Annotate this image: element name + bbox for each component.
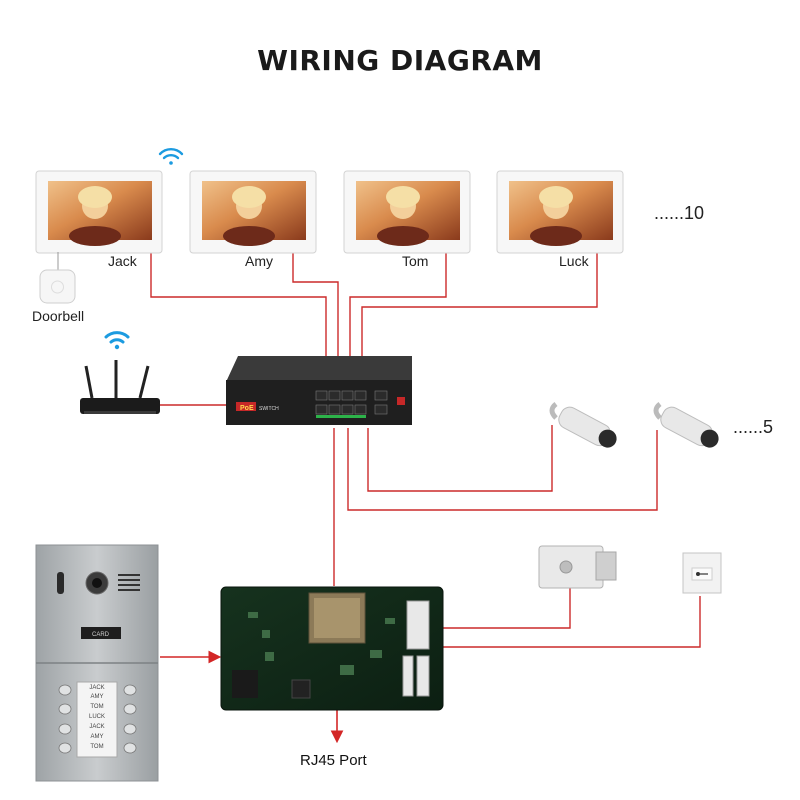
nameplate: JACK [89, 685, 104, 691]
rj45-port-label: RJ45 Port [300, 752, 367, 769]
wire-tom [349, 252, 447, 395]
camera-icon-1 [549, 402, 617, 448]
switch-brand-text: PoE [240, 405, 254, 412]
nameplate: TOM [90, 744, 103, 750]
wire-amy [292, 252, 339, 395]
wire-lock [432, 588, 571, 629]
controller-board [220, 586, 444, 711]
doorbell-label: Doorbell [32, 308, 85, 324]
monitor-label-tom: Tom [402, 253, 429, 269]
nameplate: TOM [90, 704, 103, 710]
wires [150, 252, 701, 648]
panel-nameplates: JACK AMY TOM LUCK JACK AMY TOM [89, 685, 105, 750]
nameplate: AMY [90, 694, 103, 700]
monitor-label-jack: Jack [108, 253, 137, 269]
nameplate: LUCK [89, 714, 105, 720]
electric-lock-icon [538, 545, 617, 589]
poe-switch [226, 356, 412, 425]
router-wifi-icon [104, 331, 130, 350]
wire-luck [361, 252, 598, 395]
router-icon [80, 360, 160, 414]
wire-jack [150, 252, 327, 395]
door-station-panel: CARD [35, 544, 159, 782]
monitor-tom [343, 170, 471, 254]
nameplate: JACK [89, 724, 104, 730]
switch-label-text: SWITCH [259, 406, 279, 412]
nameplate: AMY [90, 734, 103, 740]
exit-button-icon [682, 552, 722, 594]
monitors-more-text: ......10 [654, 203, 705, 223]
monitor-label-luck: Luck [559, 253, 589, 269]
monitor-jack [35, 170, 163, 254]
camera-icon-2 [653, 402, 719, 448]
monitor-amy [189, 170, 317, 254]
wire-camera-2 [347, 428, 658, 511]
card-reader-text: CARD [92, 632, 110, 638]
cameras-more-text: ......5 [733, 417, 774, 437]
diagram-title: WIRING DIAGRAM [257, 44, 543, 77]
monitor-label-amy: Amy [245, 253, 273, 269]
monitor-luck [496, 170, 624, 254]
doorbell-icon [39, 252, 76, 304]
wifi-icon [158, 148, 184, 165]
wire-camera-1 [367, 425, 553, 492]
wire-exit-button [432, 596, 701, 648]
